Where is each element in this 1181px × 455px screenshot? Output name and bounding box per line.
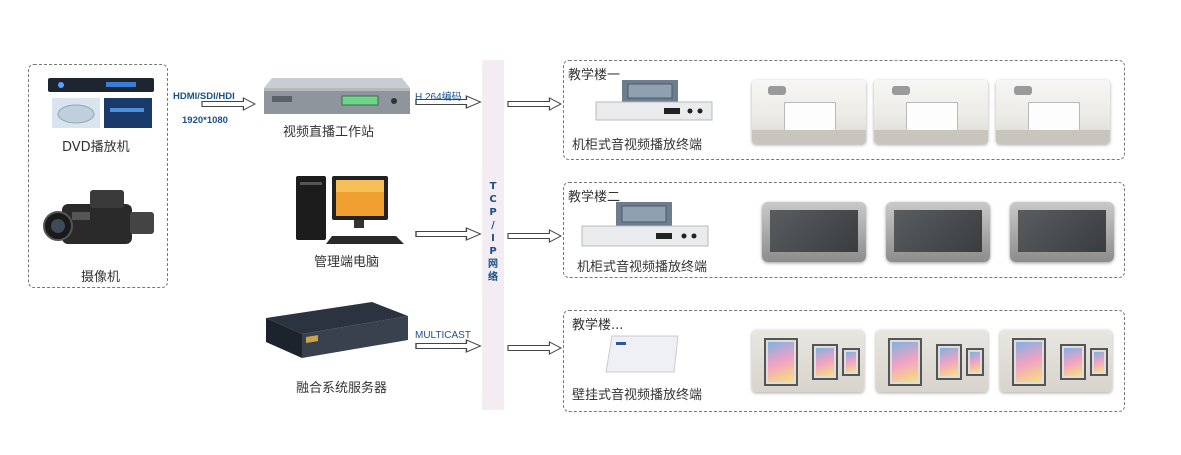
building3-wall-terminal-image <box>604 334 682 374</box>
network-label: T C P / I P 网 络 <box>488 181 498 283</box>
building3-poster-photo-1 <box>752 330 864 392</box>
arrow-network-to-building3 <box>507 341 562 355</box>
workstation-image <box>262 74 412 118</box>
arrow-source-to-workstation <box>201 97 256 111</box>
building1-classroom-photo-2 <box>874 80 988 144</box>
building3-poster-photo-3 <box>1000 330 1112 392</box>
workstation-label: 视频直播工作站 <box>283 125 375 140</box>
building3-title: 教学楼... <box>572 318 624 333</box>
arrow-pc-to-network <box>415 227 482 241</box>
arrow-network-to-building1 <box>507 97 562 111</box>
building2-tv-1 <box>762 202 866 262</box>
server-image <box>262 300 410 362</box>
admin-pc-label: 管理端电脑 <box>314 255 380 270</box>
source-group-box <box>28 64 168 288</box>
hdmi-sdi-label: HDMI/SDI/HDI <box>173 91 235 102</box>
building2-title: 教学楼二 <box>568 190 621 205</box>
server-label: 融合系统服务器 <box>296 381 388 396</box>
building3-box <box>563 310 1125 412</box>
resolution-label: 1920*1080 <box>182 115 228 126</box>
camcorder-image <box>42 182 160 260</box>
building3-terminal-label: 壁挂式音视频播放终端 <box>572 388 703 403</box>
dvd-player-label: DVD播放机 <box>62 140 130 155</box>
camcorder-label: 摄像机 <box>81 270 121 285</box>
arrow-network-to-building2 <box>507 229 562 243</box>
multicast-label: MULTICAST <box>415 330 471 341</box>
building2-box <box>563 182 1125 278</box>
building1-terminal-label: 机柜式音视频播放终端 <box>572 138 703 153</box>
arrow-server-to-network <box>415 339 482 353</box>
dvd-player-image <box>46 72 156 132</box>
admin-pc-image <box>292 172 410 248</box>
building1-title: 教学楼一 <box>568 68 621 83</box>
building2-terminal-label: 机柜式音视频播放终端 <box>577 260 708 275</box>
building1-box <box>563 60 1125 160</box>
building1-classroom-photo-3 <box>996 80 1110 144</box>
building3-poster-photo-2 <box>876 330 988 392</box>
building2-rack-terminal-image <box>580 200 710 250</box>
building1-classroom-photo-1 <box>752 80 866 144</box>
building2-tv-3 <box>1010 202 1114 262</box>
building1-rack-terminal-image <box>594 78 714 124</box>
tcp-ip-network-band: T C P / I P 网 络 <box>482 60 504 410</box>
h264-label: H.264编码 <box>415 92 462 103</box>
building2-tv-2 <box>886 202 990 262</box>
